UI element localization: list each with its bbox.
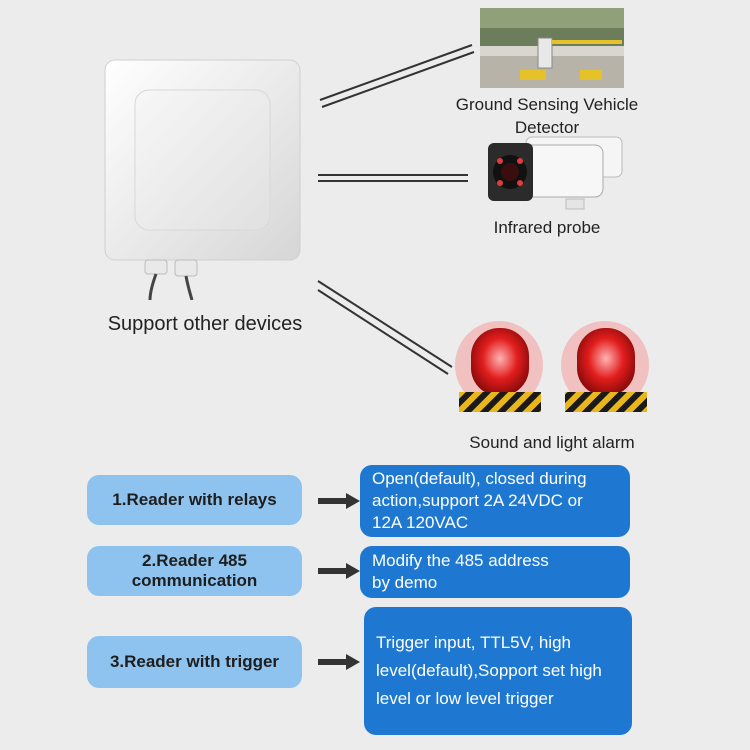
infrared-probe-label: Infrared probe bbox=[493, 218, 601, 237]
arrow-right-icon bbox=[318, 493, 360, 509]
line-to-detector-b bbox=[321, 51, 475, 108]
feature-485-pill: 2.Reader 485 communication bbox=[87, 546, 302, 596]
reader-label: Support other devices bbox=[107, 313, 303, 335]
line-to-alarm-b bbox=[317, 289, 449, 375]
feature-trigger-pill: 3.Reader with trigger bbox=[87, 636, 302, 688]
line-to-detector-a bbox=[319, 44, 473, 101]
alarm-label: Sound and light alarm bbox=[469, 433, 635, 452]
vehicle-detector-label: Ground Sensing Vehicle Detector bbox=[455, 95, 639, 137]
vehicle-detector-image bbox=[480, 8, 624, 88]
alarm-light-icon bbox=[455, 321, 649, 412]
feature-trigger-description: Trigger input, TTL5V, high level(default… bbox=[364, 607, 632, 735]
arrow-right-icon bbox=[318, 563, 360, 579]
line-to-alarm-a bbox=[317, 280, 453, 368]
rfid-reader-image bbox=[104, 59, 301, 300]
infrared-probe-image bbox=[488, 136, 623, 210]
feature-relays-pill: 1.Reader with relays bbox=[87, 475, 302, 525]
arrow-right-icon bbox=[318, 654, 360, 670]
feature-title: 2.Reader 485 communication bbox=[131, 551, 258, 590]
feature-title: 1.Reader with relays bbox=[112, 490, 277, 509]
feature-485-description: Modify the 485 address by demo bbox=[360, 546, 630, 598]
feature-relays-description: Open(default), closed during action,supp… bbox=[360, 465, 630, 537]
feature-title: 3.Reader with trigger bbox=[109, 652, 280, 671]
